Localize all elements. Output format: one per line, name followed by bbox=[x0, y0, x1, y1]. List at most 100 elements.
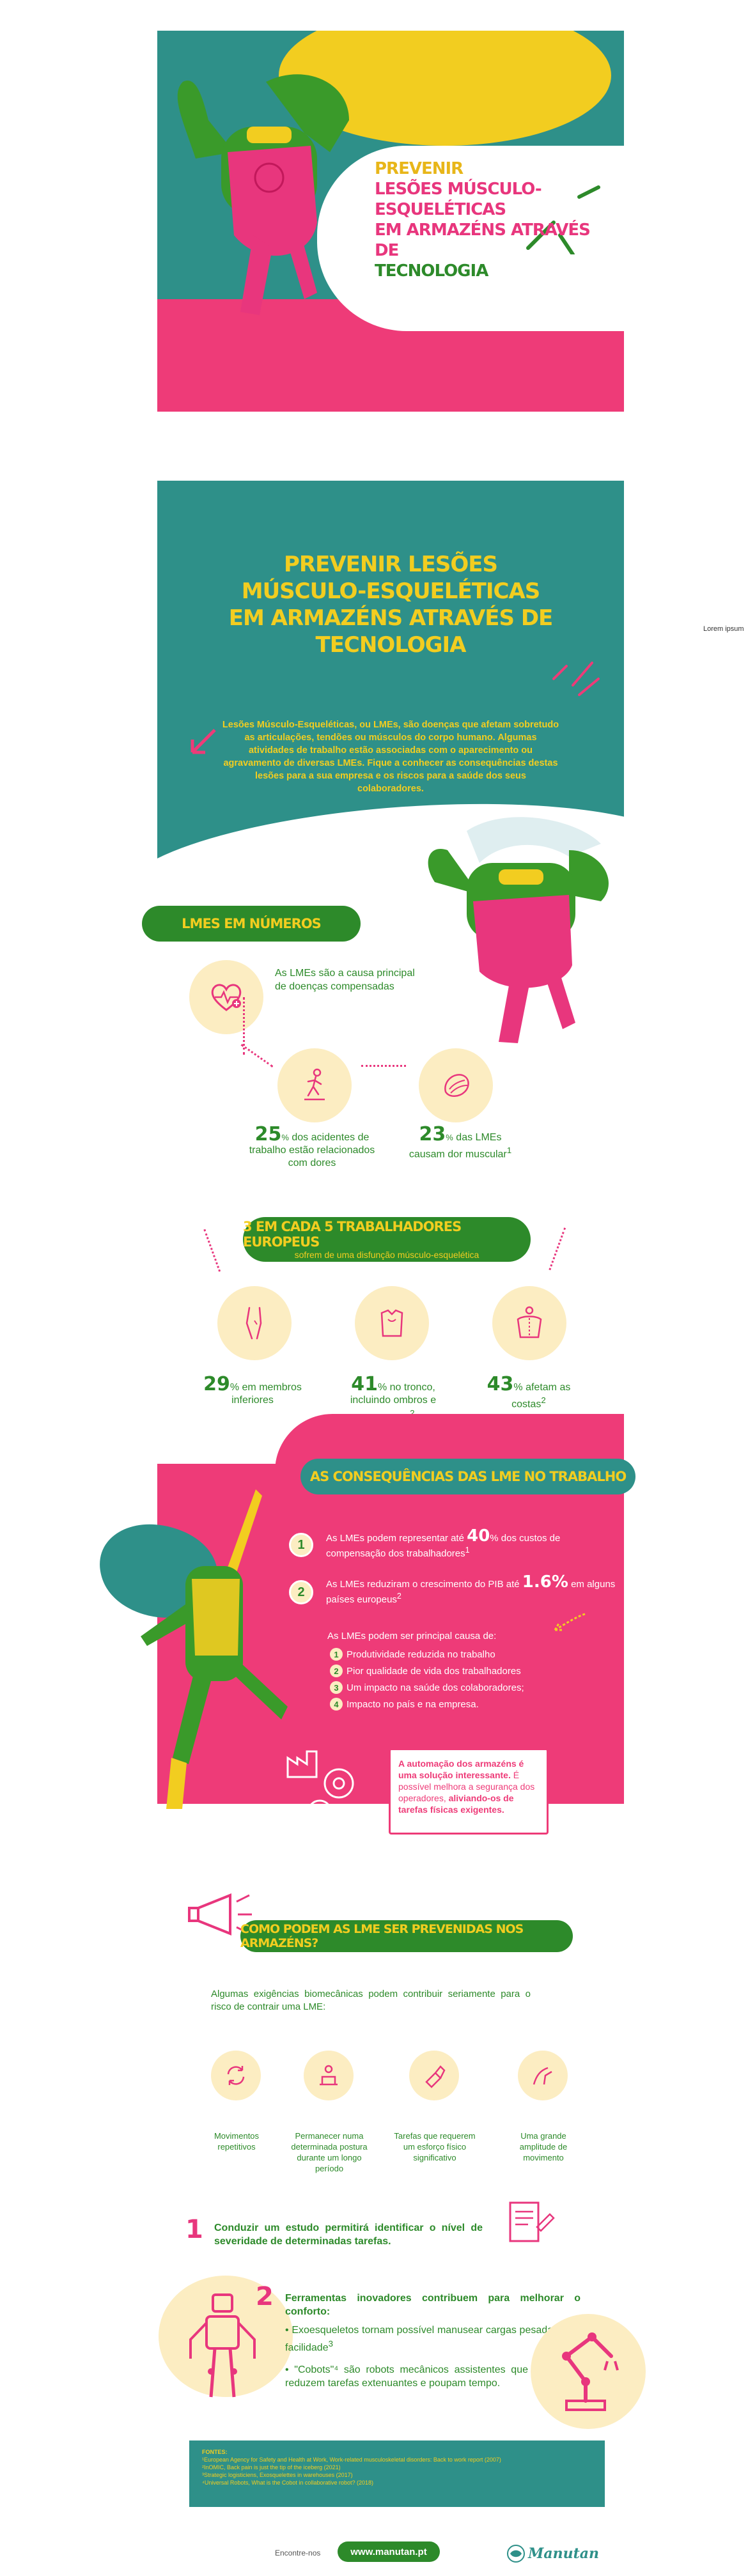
automation-bold-1: A automação dos armazéns é uma solução i… bbox=[398, 1758, 524, 1780]
dotted-connector bbox=[361, 1065, 406, 1067]
legs-circle bbox=[217, 1286, 292, 1360]
source-line: ³Strategic logisticiens, Exosquelettes i… bbox=[202, 2472, 353, 2478]
prevention-header: COMO PODEM AS LME SER PREVENIDAS NOS ARM… bbox=[240, 1920, 573, 1952]
exoskeleton-icon bbox=[189, 2293, 256, 2398]
stat-accidents-pct: % bbox=[281, 1133, 289, 1142]
prevention-item-1: Movimentos repetitivos bbox=[214, 2131, 260, 2152]
posture-circle bbox=[304, 2051, 354, 2100]
consequence-2: As LMEs reduziram o crescimento do PIB a… bbox=[326, 1574, 620, 1606]
step-2-bullet-exo-ref: 3 bbox=[328, 2339, 334, 2348]
repetitive-circle bbox=[211, 2051, 261, 2100]
intro-title-line4: TECNOLOGIA bbox=[315, 632, 467, 658]
consequence-list-item: 1 Produtividade reduzida no trabalho bbox=[330, 1648, 598, 1661]
source-line: ²InOMIC, Back pain is just the tip of th… bbox=[202, 2464, 341, 2471]
stretch-arm-icon bbox=[533, 2067, 552, 2085]
step-2-bullet-cobot: • "Cobots"⁴ são robots mecânicos assiste… bbox=[285, 2364, 528, 2389]
prevention-intro: Algumas exigências biomecânicas podem co… bbox=[211, 1989, 531, 2012]
list-item-text: Impacto no país e na empresa. bbox=[347, 1698, 479, 1710]
step-1-text: Conduzir um estudo permitirá identificar… bbox=[214, 2223, 483, 2247]
amplitude-circle bbox=[518, 2051, 568, 2100]
stat-legs-value: 29 bbox=[203, 1373, 230, 1395]
consequence-1: As LMEs podem representar até 40% dos cu… bbox=[326, 1528, 620, 1560]
automation-callout: A automação dos armazéns é uma solução i… bbox=[389, 1748, 549, 1835]
consequence-badge-2: 2 bbox=[289, 1580, 313, 1604]
list-number: 1 bbox=[330, 1648, 343, 1661]
step-2-bullet-exo: • Exoesqueletos tornam possível manusear… bbox=[285, 2324, 580, 2354]
effort-circle bbox=[409, 2051, 459, 2100]
person-hurt-icon bbox=[304, 1068, 325, 1101]
consequence-1-value: 40 bbox=[467, 1526, 490, 1546]
stat-main-cause: As LMEs são a causa principal de doenças… bbox=[275, 968, 415, 992]
list-number: 2 bbox=[330, 1664, 343, 1677]
stat-back-value: 43 bbox=[487, 1373, 514, 1395]
automation-bold-2: aliviando-os de tarefas físicas exigente… bbox=[398, 1793, 514, 1815]
source-line: ⁴Universal Robots, What is the Cobot in … bbox=[202, 2479, 374, 2486]
hand-tool-icon bbox=[425, 2065, 446, 2088]
hero-figure-illustration bbox=[177, 74, 349, 315]
dotted-connector bbox=[243, 997, 249, 1055]
stat-muscle-value: 23 bbox=[419, 1123, 446, 1145]
hero-banner: PREVENIR LESÕES MÚSCULO-ESQUELÉTICAS EM … bbox=[157, 31, 624, 412]
intro-pink-strokes-icon bbox=[552, 662, 600, 696]
muscle-circle bbox=[419, 1048, 493, 1122]
numbers-header: LMES EM NÚMEROS bbox=[142, 906, 361, 942]
europe-header-subtitle: sofrem de uma disfunção músculo-esquelét… bbox=[294, 1250, 479, 1260]
consequence-2-ref: 2 bbox=[396, 1592, 401, 1601]
factory-gears-icon bbox=[286, 1750, 354, 1825]
side-note: Lorem ipsum bbox=[703, 625, 744, 633]
hero-title-line1: PREVENIR bbox=[375, 159, 464, 178]
step-2-bullet-exo-text: • Exoesqueletos tornam possível manusear… bbox=[285, 2325, 580, 2354]
prevention-item-4: Uma grande amplitude de movimento bbox=[519, 2131, 568, 2162]
stat-torso-ref: 2 bbox=[410, 1408, 415, 1418]
sources-title: FONTES: bbox=[202, 2449, 228, 2455]
stat-back-text: % afetam as costas bbox=[511, 1382, 571, 1410]
prevention-item-2: Permanecer numa determinada postura dura… bbox=[291, 2131, 368, 2173]
website-link[interactable]: www.manutan.pt bbox=[338, 2541, 440, 2562]
consequence-3-intro: As LMEs podem ser principal causa de: bbox=[327, 1631, 497, 1641]
sources-box: FONTES: ¹European Agency for Safety and … bbox=[189, 2440, 605, 2507]
stat-legs-text: % em membros inferiores bbox=[230, 1382, 302, 1406]
consequence-2-value: 1.6% bbox=[522, 1572, 568, 1592]
list-item-text: Produtividade reduzida no trabalho bbox=[347, 1649, 495, 1660]
hero-title-line3: TECNOLOGIA bbox=[375, 261, 488, 281]
stat-back-ref: 2 bbox=[541, 1395, 546, 1405]
hero-white-cloud bbox=[317, 146, 624, 331]
robot-arm-icon bbox=[562, 2332, 619, 2411]
consequence-1-ref: 1 bbox=[465, 1546, 470, 1555]
heart-circle bbox=[189, 960, 263, 1034]
stat-legs: 29% em membros inferiores bbox=[189, 1375, 316, 1407]
europe-header: 3 EM CADA 5 TRABALHADORES EUROPEUS sofre… bbox=[243, 1217, 531, 1262]
stat-muscle-ref: 1 bbox=[506, 1145, 512, 1155]
intro-description: Lesões Músculo-Esqueléticas, ou LMEs, sã… bbox=[222, 720, 559, 794]
step-2-number: 2 bbox=[256, 2282, 274, 2311]
list-number: 3 bbox=[330, 1681, 343, 1694]
repeat-icon bbox=[227, 2066, 245, 2085]
intro-title: PREVENIR LESÕES MÚSCULO-ESQUELÉTICAS EM … bbox=[157, 551, 624, 658]
consequence-list-item: 3 Um impacto na saúde dos colaboradores; bbox=[330, 1681, 598, 1694]
consequence-list-item: 4 Impacto no país e na empresa. bbox=[330, 1698, 598, 1711]
intro-title-line2: MÚSCULO-ESQUELÉTICAS bbox=[241, 578, 541, 604]
dotted-connector bbox=[549, 1227, 570, 1272]
automation-normal: É possível melhora a segurança dos opera… bbox=[398, 1770, 535, 1803]
list-item-text: Um impacto na saúde dos colaboradores; bbox=[347, 1682, 524, 1693]
source-line: ¹European Agency for Safety and Health a… bbox=[202, 2456, 501, 2463]
intro-title-line3: EM ARMAZÉNS ATRAVÉS DE bbox=[228, 605, 554, 631]
prevention-item-3: Tarefas que requerem um esforço físico s… bbox=[394, 2131, 476, 2162]
step-2-title: Ferramentas inovadores contribuem para m… bbox=[285, 2293, 580, 2317]
consequence-2-post: em alguns países europeus bbox=[326, 1579, 616, 1605]
list-number: 4 bbox=[330, 1698, 343, 1711]
footer-label: Encontre-nos bbox=[275, 2549, 321, 2557]
torso-icon bbox=[380, 1309, 403, 1337]
stat-torso-value: 41 bbox=[351, 1373, 378, 1395]
stat-muscle-pct: % bbox=[446, 1133, 453, 1142]
intro-title-line1: PREVENIR LESÕES bbox=[284, 552, 498, 577]
back-icon bbox=[517, 1306, 542, 1338]
stat-muscle-pain: 23% das LMEs causam dor muscular1 bbox=[403, 1125, 518, 1161]
consequences-figure-illustration bbox=[100, 1489, 288, 1809]
torso-circle bbox=[355, 1286, 429, 1360]
brand-logo: Manutan bbox=[528, 2545, 600, 2562]
hero-title-line2b: EM ARMAZÉNS ATRAVÉS DE bbox=[375, 221, 591, 260]
dotted-connector bbox=[203, 1227, 225, 1272]
